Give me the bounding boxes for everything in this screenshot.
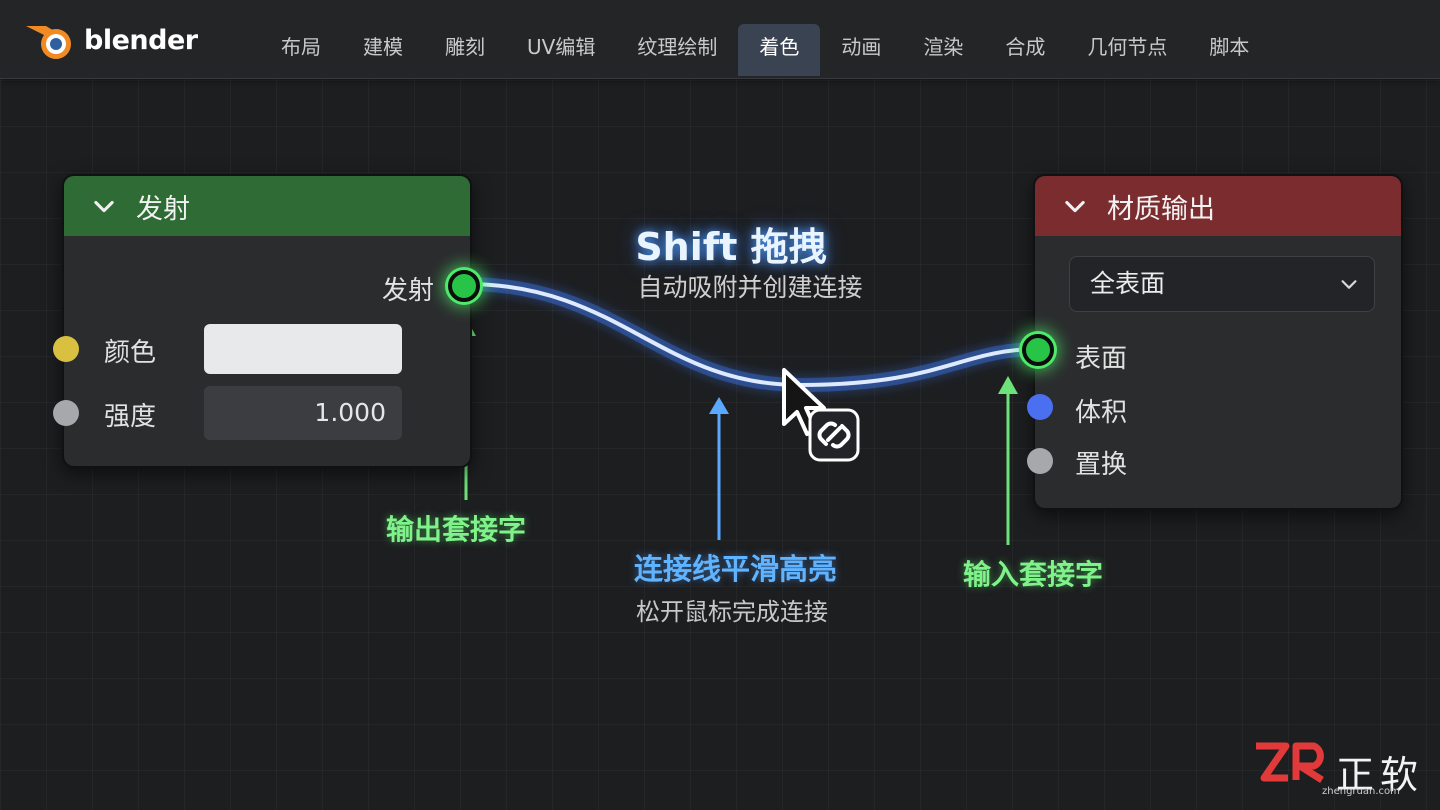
watermark-url-text: zhengruan.com (1322, 786, 1400, 797)
material-output-node[interactable]: 材质输出 全表面 表面 体积 置换 (1022, 174, 1403, 510)
displacement-label: 置换 (1075, 450, 1128, 480)
tab-sculpting[interactable]: 雕刻 (445, 35, 485, 59)
shift-drag-title: Shift 拖拽 (635, 225, 827, 269)
emission-node-title: 发射 (136, 193, 190, 225)
workspace-tabs: 布局 建模 雕刻 UV编辑 纹理绘制 着色 动画 渲染 合成 几何节点 脚本 (260, 24, 1270, 78)
workspace-topbar: blender 布局 建模 雕刻 UV编辑 纹理绘制 着色 动画 渲染 合成 几… (0, 0, 1440, 79)
blender-logo[interactable]: blender (22, 16, 198, 64)
emission-output-label: 发射 (381, 276, 434, 306)
chevron-down-icon (1341, 280, 1357, 289)
zr-watermark: 正软 zhengruan.com (1252, 738, 1432, 804)
tab-rendering[interactable]: 渲染 (923, 35, 964, 59)
link-chain-icon (808, 408, 860, 462)
tab-geometry-nodes[interactable]: 几何节点 (1087, 35, 1168, 59)
logo-text: blender (84, 24, 198, 56)
input-socket-annotation: 输入套接字 (963, 558, 1104, 591)
tab-animation[interactable]: 动画 (841, 35, 882, 59)
chevron-down-icon[interactable] (1061, 192, 1089, 220)
surface-input-socket[interactable] (1022, 334, 1054, 366)
target-dropdown-value: 全表面 (1090, 269, 1166, 298)
tab-texture-paint[interactable]: 纹理绘制 (637, 35, 718, 59)
displacement-input-socket[interactable] (1027, 448, 1053, 474)
strength-value-field[interactable]: 1.000 (204, 386, 402, 440)
tab-modeling[interactable]: 建模 (363, 35, 403, 59)
volume-input-socket[interactable] (1027, 394, 1053, 420)
emission-node[interactable]: 发射 发射 颜色 强度 1.000 (53, 174, 480, 468)
link-annotation: 连接线平滑高亮 (634, 552, 838, 586)
tab-scripting[interactable]: 脚本 (1209, 35, 1250, 59)
blender-logo-icon (26, 26, 71, 59)
link-annotation-sub: 松开鼠标完成连接 (636, 598, 828, 626)
arrow-cursor-icon (782, 368, 860, 462)
strength-label: 强度 (104, 402, 157, 432)
shift-drag-subtitle: 自动吸附并创建连接 (637, 273, 863, 302)
material-output-title: 材质输出 (1107, 193, 1215, 225)
volume-label: 体积 (1075, 398, 1128, 428)
surface-label: 表面 (1075, 344, 1128, 374)
target-dropdown[interactable]: 全表面 (1069, 256, 1375, 312)
color-input-socket[interactable] (53, 336, 79, 362)
strength-input-socket[interactable] (53, 400, 79, 426)
tab-layout[interactable]: 布局 (281, 35, 321, 59)
color-swatch[interactable] (204, 324, 402, 374)
tab-shading[interactable]: 着色 (738, 24, 821, 76)
output-socket-annotation: 输出套接字 (386, 513, 527, 546)
watermark-cn-text: 正软 (1336, 753, 1425, 797)
emission-output-socket[interactable] (448, 270, 480, 302)
tab-uv-editing[interactable]: UV编辑 (527, 35, 596, 59)
emission-node-header[interactable]: 发射 (64, 176, 470, 236)
color-label: 颜色 (104, 338, 157, 368)
material-output-header[interactable]: 材质输出 (1035, 176, 1401, 236)
tab-compositing[interactable]: 合成 (1005, 35, 1046, 59)
chevron-down-icon[interactable] (90, 192, 118, 220)
zr-logo-icon (1256, 742, 1324, 783)
